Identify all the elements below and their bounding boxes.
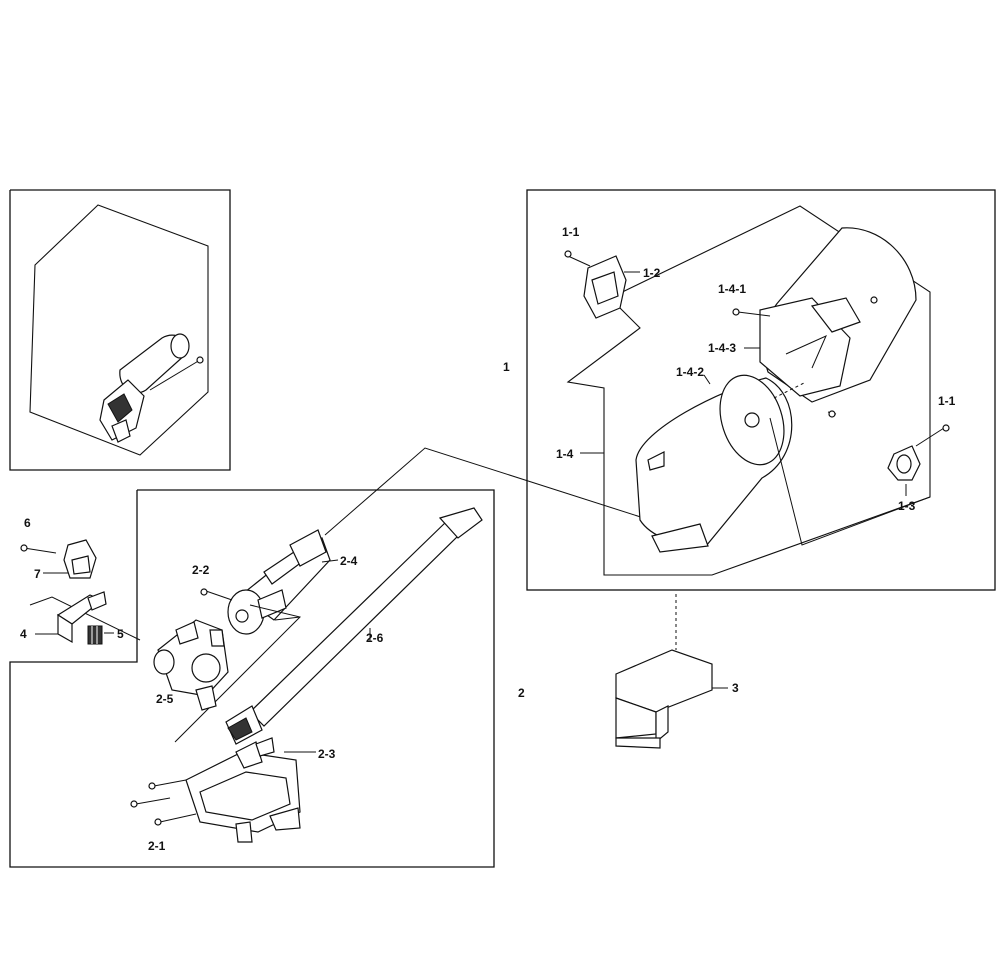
callout-2-3: 2-3: [318, 747, 336, 761]
callout-2-5: 2-5: [156, 692, 174, 706]
part-2-6-burner-tube: [225, 507, 483, 745]
callout-5: 5: [117, 627, 124, 641]
overview-inset: [9, 189, 231, 471]
callout-6: 6: [24, 516, 31, 530]
callout-2: 2: [518, 686, 525, 700]
callout-1-4-2: 1-4-2: [676, 365, 704, 379]
callout-2-6: 2-6: [366, 631, 384, 645]
callout-4: 4: [20, 627, 27, 641]
assembly-link-leader: [324, 447, 651, 536]
part-1-3-thermal-fuse: [887, 445, 921, 481]
callout-2-4: 2-4: [340, 554, 358, 568]
part-1-2-thermostat: [583, 255, 640, 319]
part-5-grille: [87, 625, 103, 645]
callout-3: 3: [732, 681, 739, 695]
callout-1-1-right: 1-1: [938, 394, 956, 408]
callout-1-4-1: 1-4-1: [718, 282, 746, 296]
callout-1-3: 1-3: [898, 499, 916, 513]
small-parts-group: [20, 539, 141, 645]
callout-1-1-top: 1-1: [562, 225, 580, 239]
part-2-5-gas-manifold: [153, 619, 229, 711]
part-7-bracket: [63, 539, 97, 579]
section-1-parts: [564, 227, 950, 553]
part-3-mounting-bracket: [615, 594, 728, 749]
callout-2-1: 2-1: [148, 839, 166, 853]
part-4-sensor: [56, 591, 107, 644]
callout-1-2: 1-2: [643, 266, 661, 280]
part-2-4-gas-valve-coil: [227, 529, 331, 635]
part-1-4-heater-duct-upper: [759, 227, 917, 403]
callout-1-4-3: 1-4-3: [708, 341, 736, 355]
overview-assembly-thumbnail: [99, 333, 204, 443]
part-1-4-heater-duct-lower: [635, 374, 837, 553]
callout-7: 7: [34, 567, 41, 581]
part-2-3-burner-bracket: [185, 737, 301, 843]
section-1-frame: [526, 189, 996, 591]
section-2-parts: [130, 507, 483, 843]
part-6-screw: [20, 544, 57, 554]
section-2-frame: [9, 489, 495, 868]
callout-1: 1: [503, 360, 510, 374]
callout-1-4: 1-4: [556, 447, 574, 461]
callout-2-2: 2-2: [192, 563, 210, 577]
callout-labels: 1 1-1 1-1 1-2 1-3 1-4 1-4-1 1-4-2 1-4-3 …: [20, 225, 956, 853]
